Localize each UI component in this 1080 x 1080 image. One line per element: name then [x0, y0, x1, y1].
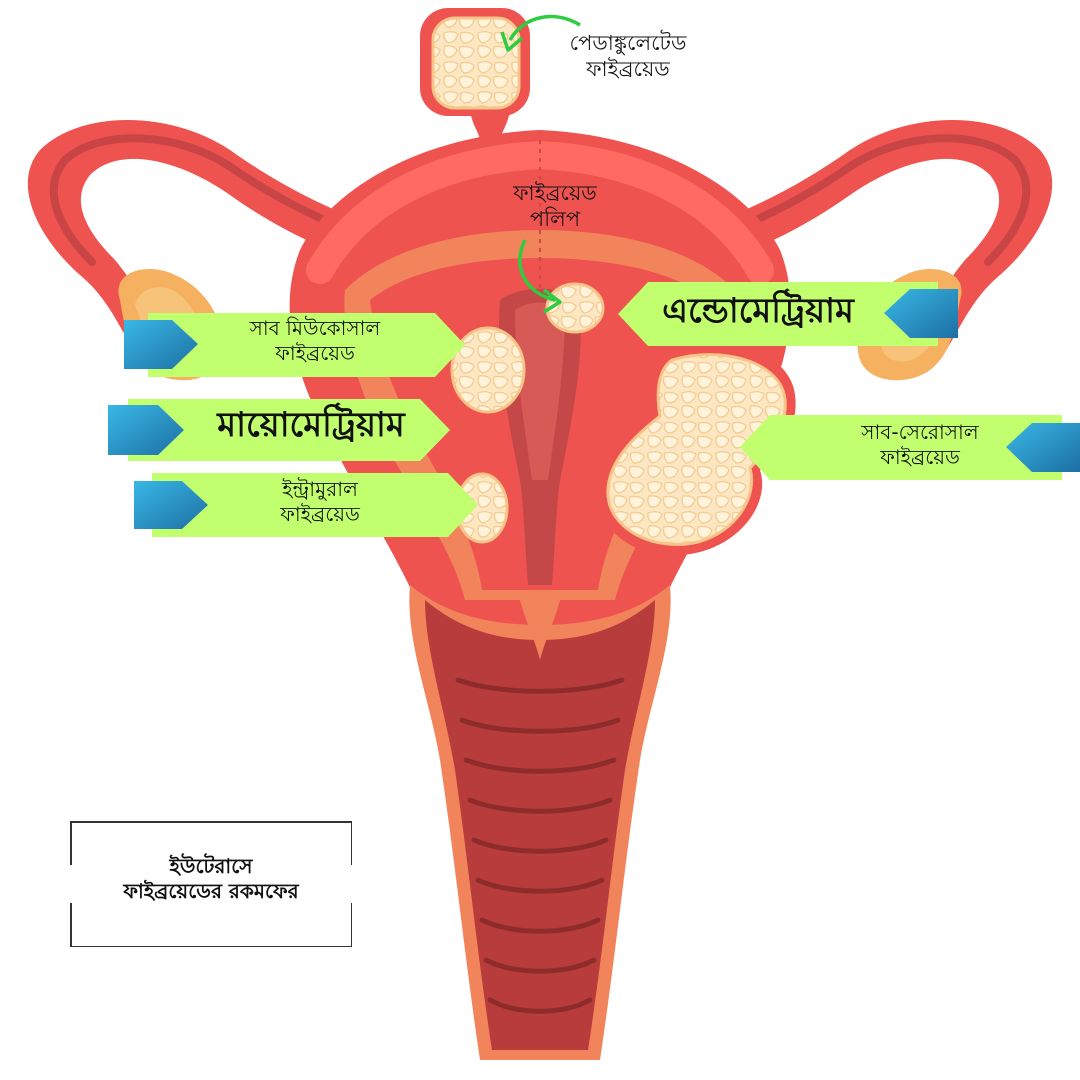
- endometrium-label: এন্ডোমেট্রিয়াম: [628, 290, 888, 333]
- intramural-label-line1: ইন্ট্রামুরাল: [210, 477, 430, 502]
- pedunculated-label-line2: ফাইব্রয়েড: [548, 56, 708, 82]
- submucosal-label-line1: সাব মিউকোসাল: [200, 316, 430, 341]
- polyp-label-line1: ফাইব্রয়েড: [490, 180, 620, 206]
- pedunculated-label-line1: পেডাঙ্কুলেটেড: [548, 30, 708, 56]
- fibroid-polyp-label: ফাইব্রয়েড পলিপ: [490, 180, 620, 233]
- title-box: ইউটেরাসে ফাইব্রয়েডের রকমফের: [70, 821, 352, 947]
- subserosal-fibroid-label: সাব-সেরোসাল ফাইব্রয়েড: [820, 420, 1020, 470]
- title-line1: ইউটেরাসে: [70, 854, 352, 879]
- pedunculated-fibroid-label: পেডাঙ্কুলেটেড ফাইব্রয়েড: [548, 30, 708, 83]
- cervix: [409, 585, 670, 1060]
- fibroid-polyp: [547, 284, 603, 332]
- intramural-fibroid-label: ইন্ট্রামুরাল ফাইব্রয়েড: [210, 477, 430, 527]
- polyp-label-line2: পলিপ: [490, 206, 620, 232]
- pedunculated-fibroid: [420, 8, 530, 140]
- subserosal-label-line2: ফাইব্রয়েড: [820, 445, 1020, 470]
- submucosal-label-line2: ফাইব্রয়েড: [200, 341, 430, 366]
- diagram-title: ইউটেরাসে ফাইব্রয়েডের রকমফের: [70, 854, 352, 904]
- subserosal-label-line1: সাব-সেরোসাল: [820, 420, 1020, 445]
- intramural-label-line2: ফাইব্রয়েড: [210, 502, 430, 527]
- submucosal-fibroid-label: সাব মিউকোসাল ফাইব্রয়েড: [200, 316, 430, 366]
- myometrium-label: মায়োমেট্রিয়াম: [186, 404, 436, 447]
- submucosal-fibroid: [452, 328, 524, 412]
- title-line2: ফাইব্রয়েডের রকমফের: [70, 879, 352, 904]
